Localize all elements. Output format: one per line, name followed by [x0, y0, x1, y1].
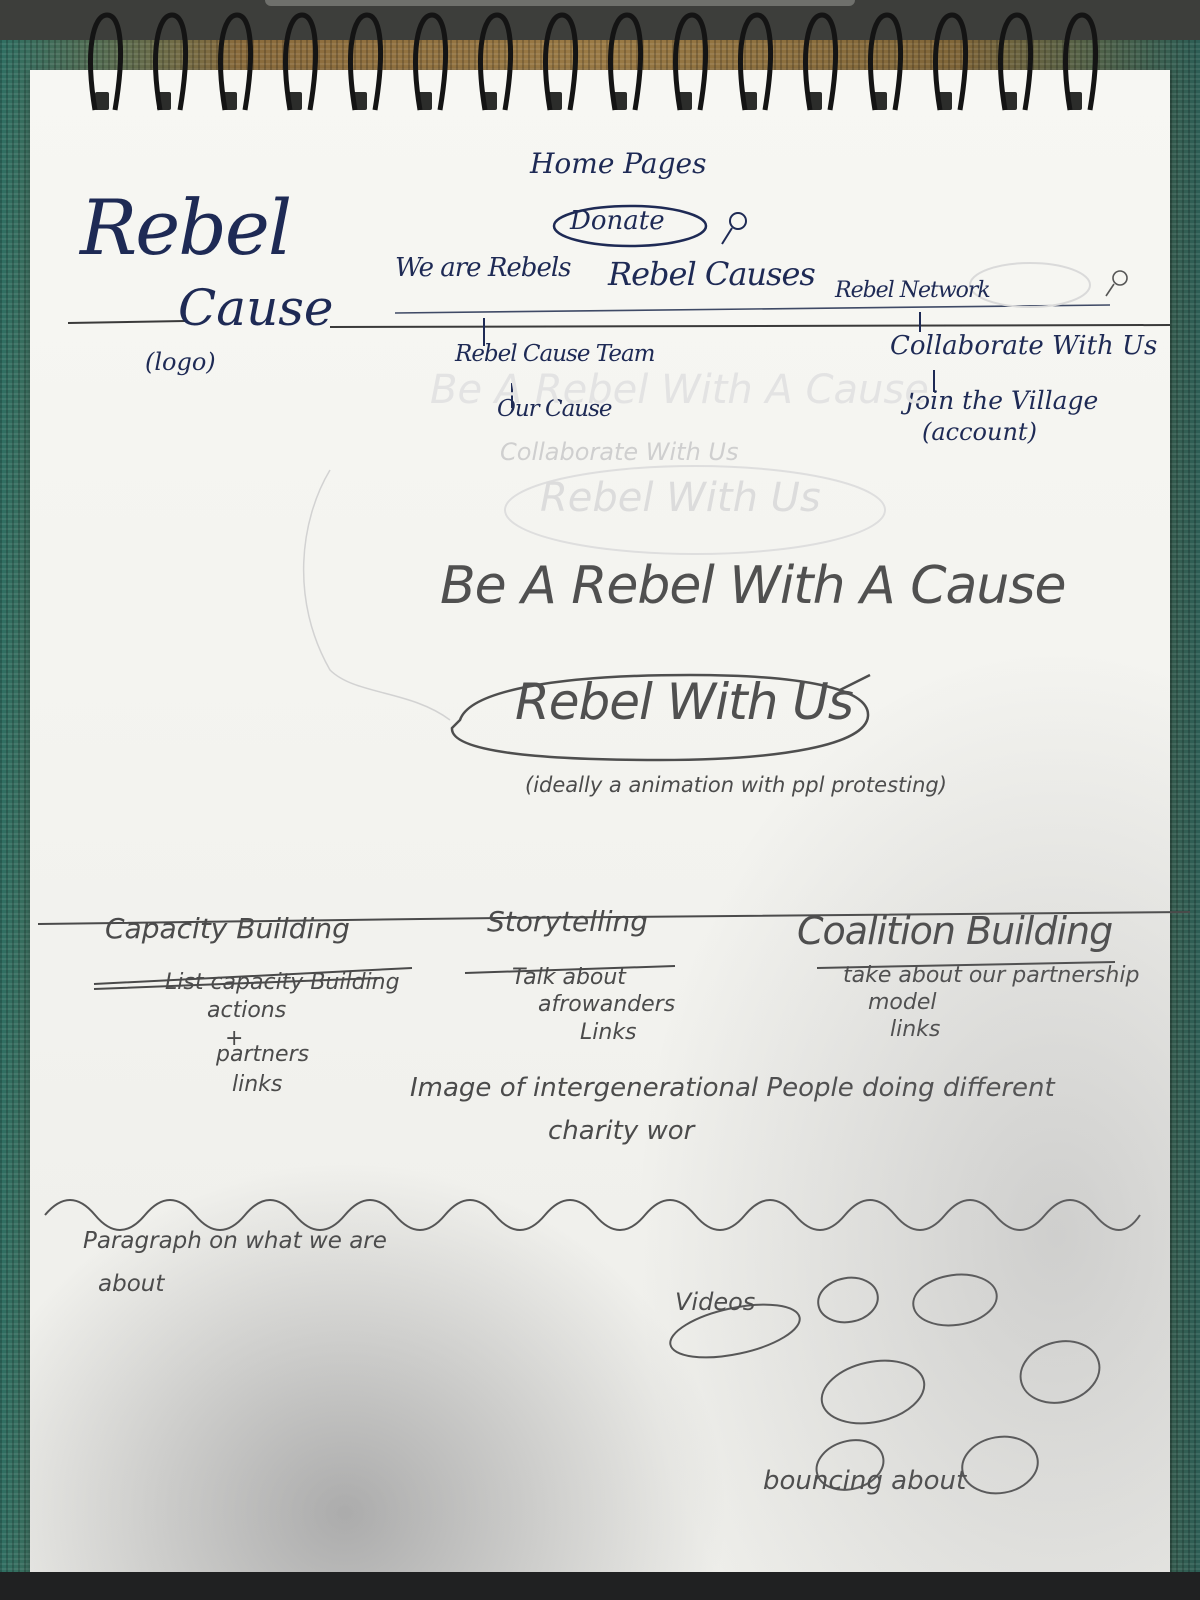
donate-button[interactable]: Donate	[570, 206, 665, 236]
erased-rebel-button	[504, 465, 886, 555]
coalition-building-text: take about our partnership	[843, 963, 1140, 988]
page-title: Home Pages	[530, 147, 707, 180]
hole	[95, 92, 109, 110]
image-placeholder-caption: Image of intergenerational People doing …	[410, 1073, 1055, 1103]
capacity-building-text: actions	[207, 998, 287, 1023]
faint-curve	[302, 469, 451, 721]
binding-ring	[413, 12, 449, 111]
nav-underline	[394, 304, 1111, 314]
binding-ring	[868, 12, 904, 111]
storytelling-heading: Storytelling	[487, 905, 649, 938]
video-bubble	[820, 1359, 926, 1425]
submenu-connector	[919, 312, 935, 392]
binding-ring	[478, 12, 514, 111]
videos-label[interactable]: Videos	[675, 1288, 756, 1316]
capacity-building-text: List capacity Building	[165, 970, 400, 995]
erased-rebel-button-label: Rebel With Us	[540, 475, 821, 521]
binding-ring	[998, 12, 1034, 111]
erased-collaborate: Collaborate With Us	[500, 438, 739, 466]
submenu-account-note: (account)	[922, 418, 1037, 446]
logo-note: (logo)	[145, 348, 216, 376]
spiral-binding	[88, 12, 1099, 111]
capacity-building-text: partners	[216, 1042, 310, 1067]
binding-ring	[673, 12, 709, 111]
sketchbook-page	[30, 70, 1170, 1575]
binding-ring	[933, 12, 969, 111]
submenu-join-the-village[interactable]: Join the Village	[905, 386, 1099, 415]
table-edge	[0, 1572, 1200, 1600]
wavy-divider	[44, 1199, 1141, 1231]
binding-ring	[738, 12, 774, 111]
rebel-with-us-button[interactable]: Rebel With Us	[515, 673, 854, 731]
hero-cta-oval	[450, 673, 871, 762]
binding-ring	[608, 12, 644, 111]
donate-pill	[552, 204, 708, 248]
hero-animation-note: (ideally a animation with ppl protesting…	[525, 773, 947, 797]
storytelling-text: Talk about	[512, 965, 626, 990]
nav-we-are-rebels[interactable]: We are Rebels	[395, 253, 571, 283]
video-bubble	[815, 1439, 885, 1491]
section-divider	[37, 911, 1191, 925]
submenu-connector	[483, 318, 513, 408]
magnifier-icon	[721, 212, 747, 245]
story-underline	[464, 965, 676, 974]
videos-bouncing-note: bouncing about	[763, 1466, 967, 1496]
erased-nav-oval	[969, 262, 1091, 308]
capacity-building-links[interactable]: links	[232, 1072, 283, 1097]
video-bubble	[817, 1276, 879, 1324]
about-paragraph-note: Paragraph on what we are	[83, 1228, 387, 1254]
video-bubble	[912, 1273, 998, 1327]
coalition-building-heading: Coalition Building	[797, 909, 1113, 953]
capacity-underline	[93, 967, 413, 990]
videos-pill	[669, 1303, 801, 1359]
storytelling-links[interactable]: Links	[580, 1020, 637, 1045]
binding-ring	[218, 12, 254, 111]
binding-ring	[803, 12, 839, 111]
nav-rebel-causes[interactable]: Rebel Causes	[608, 255, 816, 293]
logo-line-1[interactable]: Rebel	[80, 183, 292, 272]
header-divider	[67, 320, 1171, 328]
laptop-slot	[265, 0, 855, 6]
coalition-underline	[816, 961, 1116, 969]
binding-ring	[153, 12, 189, 111]
video-bubble	[961, 1435, 1039, 1495]
laptop-edge	[0, 0, 1200, 42]
binding-ring	[1063, 12, 1099, 111]
coalition-building-links[interactable]: links	[890, 1017, 941, 1042]
submenu-rebel-cause-team[interactable]: Rebel Cause Team	[455, 341, 655, 367]
capacity-building-heading: Capacity Building	[105, 912, 350, 945]
submenu-collaborate-with-us[interactable]: Collaborate With Us	[890, 331, 1158, 361]
hero-headline: Be A Rebel With A Cause	[440, 556, 1066, 616]
binding-ring	[283, 12, 319, 111]
binding-ring	[543, 12, 579, 111]
about-paragraph-note: about	[98, 1271, 165, 1297]
capacity-building-text: +	[225, 1026, 244, 1051]
magnifier-icon	[1105, 270, 1128, 297]
binding-ring	[88, 12, 124, 111]
binding-ring	[348, 12, 384, 111]
storytelling-text: afrowanders	[538, 992, 676, 1017]
image-placeholder-caption: charity wor	[548, 1116, 695, 1146]
video-bubble	[1019, 1340, 1101, 1404]
coalition-building-text: model	[868, 990, 937, 1015]
erased-headline: Be A Rebel With A Cause	[430, 367, 929, 413]
nav-rebel-network[interactable]: Rebel Network	[835, 278, 991, 303]
submenu-our-cause[interactable]: Our Cause	[497, 396, 613, 422]
logo-line-2[interactable]: Cause	[178, 279, 334, 337]
